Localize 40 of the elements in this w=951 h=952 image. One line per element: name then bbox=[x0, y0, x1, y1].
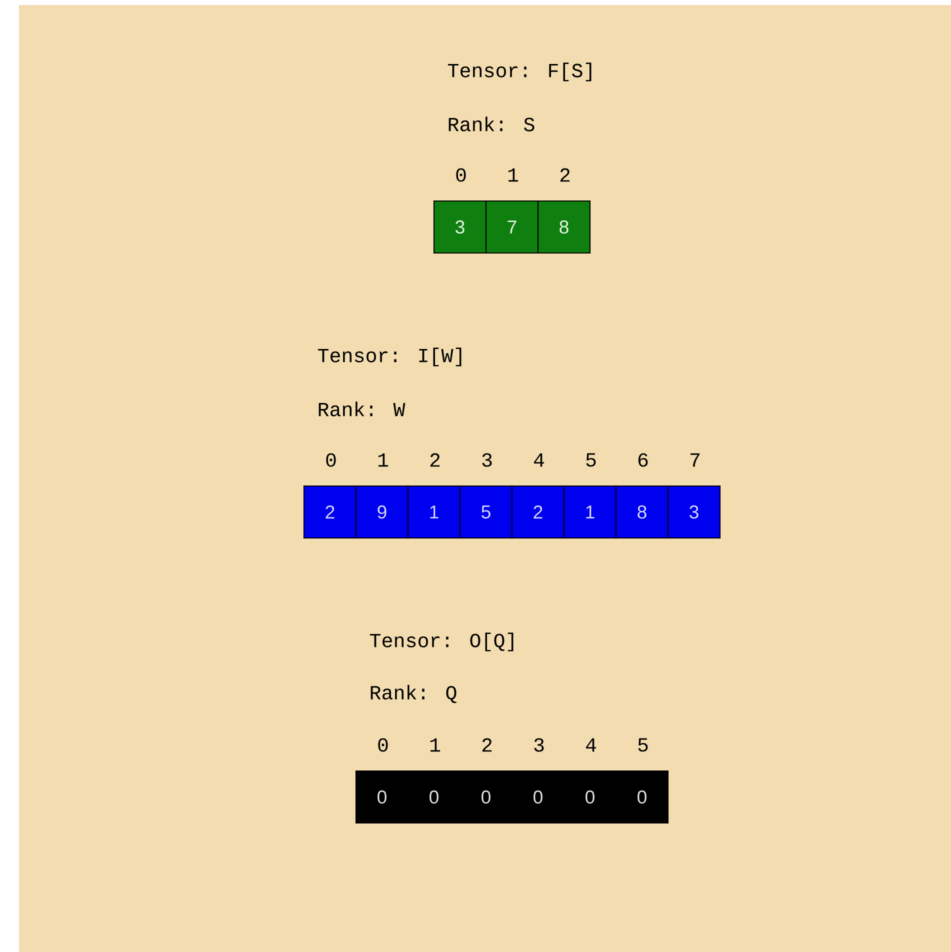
tensor-cell: 1 bbox=[563, 485, 617, 539]
index-label: 0 bbox=[326, 453, 336, 467]
index-label: 1 bbox=[430, 738, 440, 752]
tensor-cell: 3 bbox=[667, 485, 721, 539]
tensor-cell: 0 bbox=[511, 770, 565, 824]
rank-label: Rank: W bbox=[318, 402, 406, 416]
index-label: 4 bbox=[586, 738, 596, 752]
tensor-cell: 2 bbox=[303, 485, 357, 539]
tensor-cell: 0 bbox=[615, 770, 669, 824]
tensor-cell: 7 bbox=[485, 200, 539, 254]
index-label: 3 bbox=[534, 738, 544, 752]
tensor-cell: 1 bbox=[407, 485, 461, 539]
tensor-cell: 0 bbox=[563, 770, 617, 824]
index-label: 6 bbox=[638, 453, 648, 467]
index-label: 2 bbox=[482, 738, 492, 752]
tensor-cell: 0 bbox=[459, 770, 513, 824]
tensor-cell: 0 bbox=[407, 770, 461, 824]
index-label: 5 bbox=[586, 453, 596, 467]
rank-label: Rank: Q bbox=[370, 684, 456, 704]
index-label: 5 bbox=[638, 738, 648, 752]
tensor-title: Tensor: F[S] bbox=[448, 62, 592, 82]
tensor-cell: 8 bbox=[537, 200, 591, 254]
index-label: 0 bbox=[378, 738, 388, 752]
index-label: 3 bbox=[482, 453, 492, 467]
index-label: 2 bbox=[430, 453, 440, 467]
index-label: 7 bbox=[690, 453, 700, 467]
rank-label: Rank: S bbox=[448, 116, 534, 132]
index-label: 1 bbox=[508, 168, 518, 182]
tensor-cell: 2 bbox=[511, 485, 565, 539]
tensor-cell: 9 bbox=[355, 485, 409, 539]
tensor-title: Tensor: I[W] bbox=[318, 348, 462, 366]
tensor-cell: 3 bbox=[433, 200, 487, 254]
tensor-title: Tensor: O[Q] bbox=[370, 632, 514, 652]
index-label: 1 bbox=[378, 453, 388, 467]
tensor-cell: 8 bbox=[615, 485, 669, 539]
index-label: 2 bbox=[560, 168, 570, 182]
index-label: 4 bbox=[534, 453, 544, 467]
tensor-cell: 5 bbox=[459, 485, 513, 539]
tensor-cell: 0 bbox=[355, 770, 409, 824]
index-label: 0 bbox=[456, 168, 466, 182]
